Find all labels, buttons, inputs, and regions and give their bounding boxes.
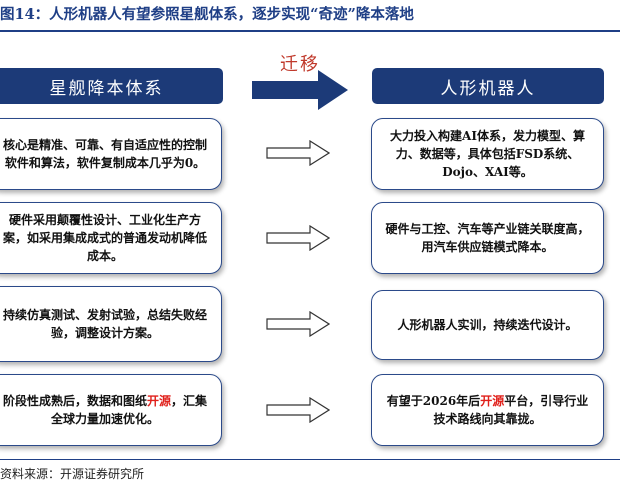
arrow-right-icon: [266, 225, 330, 251]
left-card-open-source: 阶段性成熟后，数据和图纸开源，汇集全球力量加速优化。: [0, 374, 222, 446]
left-card-text: 阶段性成熟后，数据和图纸开源，汇集全球力量加速优化。: [2, 394, 208, 426]
left-card-hardware: 硬件采用颠覆性设计、工业化生产方案，如采用集成成式的普通发动机降低成本。: [0, 202, 222, 274]
highlight-open-source: 开源: [480, 394, 505, 408]
right-card-text: 大力投入构建AI体系，发力模型、算力、数据等，具体包括FSD系统、Dojo、XA…: [390, 129, 585, 179]
right-card-training: 人形机器人实训，持续迭代设计。: [371, 290, 604, 360]
left-card-software: 核心是精准、可靠、有自适应性的控制软件和算法，软件复制成本几乎为0。: [0, 118, 222, 190]
right-header: 人形机器人: [372, 68, 604, 104]
right-card-text: 有望于2026年后开源平台，引导行业技术路线向其靠拢。: [386, 394, 589, 426]
bottom-rule: [0, 459, 620, 460]
right-card-open-platform: 有望于2026年后开源平台，引导行业技术路线向其靠拢。: [371, 374, 604, 446]
left-header: 星舰降本体系: [0, 68, 223, 104]
figure-title: 图14：人形机器人有望参照星舰体系，逐步实现“奇迹”降本落地: [0, 6, 414, 23]
right-card-text: 人形机器人实训，持续迭代设计。: [397, 318, 578, 332]
migrate-arrow-icon: [252, 70, 348, 110]
arrow-right-icon: [266, 311, 330, 337]
title-rule: [0, 30, 620, 32]
right-card-text: 硬件与工控、汽车等产业链关联度高，用汽车供应链模式降本。: [385, 222, 590, 254]
left-card-text: 持续仿真测试、发射试验，总结失败经验，调整设计方案。: [2, 308, 207, 340]
left-card-text: 核心是精准、可靠、有自适应性的控制软件和算法，软件复制成本几乎为0。: [2, 138, 207, 170]
highlight-open-source: 开源: [146, 394, 171, 408]
source-note: 资料来源：开源证券研究所: [0, 467, 145, 481]
arrow-right-icon: [266, 140, 330, 166]
migrate-label: 迁移: [280, 54, 320, 75]
arrow-right-icon: [266, 397, 330, 423]
right-card-ai: 大力投入构建AI体系，发力模型、算力、数据等，具体包括FSD系统、Dojo、XA…: [371, 118, 604, 190]
left-card-text: 硬件采用颠覆性设计、工业化生产方案，如采用集成成式的普通发动机降低成本。: [2, 213, 207, 263]
right-card-supply-chain: 硬件与工控、汽车等产业链关联度高，用汽车供应链模式降本。: [371, 202, 604, 274]
left-card-testing: 持续仿真测试、发射试验，总结失败经验，调整设计方案。: [0, 286, 222, 362]
